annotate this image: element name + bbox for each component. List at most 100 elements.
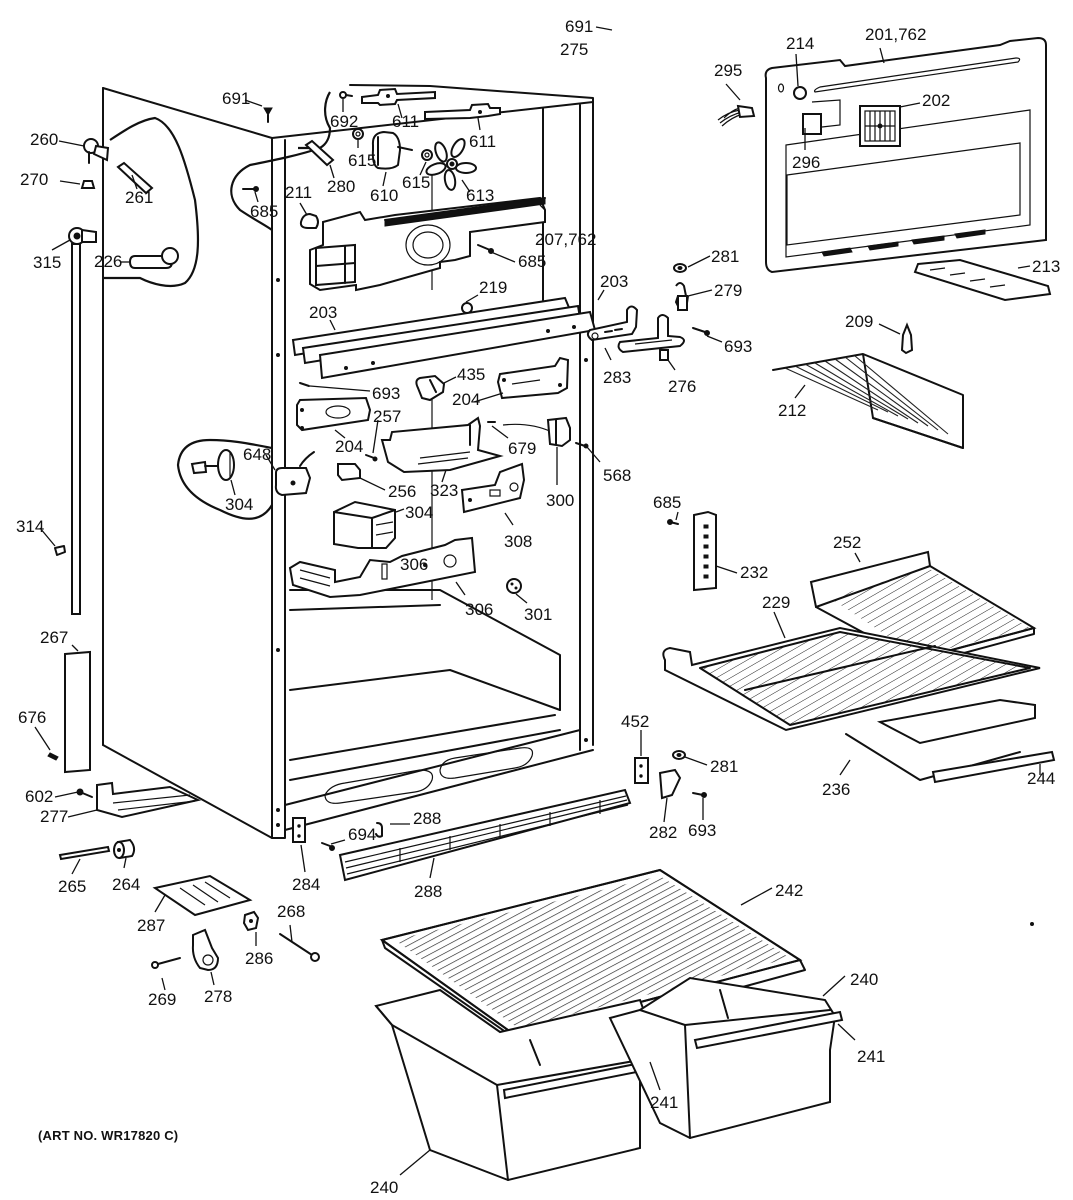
label-306[interactable]: 306 (465, 600, 493, 619)
part-256-switch[interactable] (337, 463, 361, 482)
part-287-plate[interactable] (152, 874, 253, 917)
label-203[interactable]: 203 (309, 303, 337, 322)
label-611[interactable]: 611 (469, 132, 496, 151)
part-568-screw[interactable] (575, 442, 589, 449)
part-232-shelf-ladder[interactable] (693, 510, 717, 592)
label-265[interactable]: 265 (58, 877, 86, 896)
part-295-wire-harness[interactable] (717, 104, 756, 127)
part-261-tube[interactable] (116, 161, 154, 195)
label-269[interactable]: 269 (148, 990, 176, 1009)
label-236[interactable]: 236 (822, 780, 850, 799)
label-284[interactable]: 284 (292, 875, 320, 894)
part-214-thimble[interactable] (777, 83, 807, 100)
label-610[interactable]: 610 (370, 186, 398, 205)
label-270[interactable]: 270 (20, 170, 48, 189)
part-226-tube[interactable] (128, 247, 179, 269)
part-229-wire-shelf[interactable] (662, 626, 1041, 732)
part-282-hinge[interactable] (658, 768, 682, 800)
label-648[interactable]: 648 (243, 445, 271, 464)
label-256[interactable]: 256 (388, 482, 416, 501)
part-300-thermostat[interactable] (546, 416, 571, 448)
label-691[interactable]: 691 (565, 17, 593, 36)
label-264[interactable]: 264 (112, 875, 140, 894)
part-268-bolt[interactable] (279, 933, 320, 962)
label-213[interactable]: 213 (1032, 257, 1060, 276)
label-300[interactable]: 300 (546, 491, 574, 510)
part-209-shelf-support[interactable] (900, 322, 914, 355)
label-244[interactable]: 244 (1027, 769, 1055, 788)
part-267-panel[interactable] (64, 650, 91, 774)
part-281-washer-a[interactable] (673, 263, 687, 273)
part-452-bracket[interactable] (634, 757, 649, 784)
label-615[interactable]: 615 (402, 173, 430, 192)
label-287[interactable]: 287 (137, 916, 165, 935)
label-693[interactable]: 693 (372, 384, 400, 403)
label-295[interactable]: 295 (714, 61, 742, 80)
label-241[interactable]: 241 (650, 1093, 678, 1112)
label-214[interactable]: 214 (786, 34, 814, 53)
label-242[interactable]: 242 (775, 881, 803, 900)
label-204[interactable]: 204 (335, 437, 363, 456)
label-281[interactable]: 281 (711, 247, 739, 266)
label-304[interactable]: 304 (225, 495, 253, 514)
part-202-grille[interactable] (859, 105, 901, 147)
label-323[interactable]: 323 (430, 481, 458, 500)
part-611-bracket-left[interactable] (361, 87, 436, 107)
label-685[interactable]: 685 (653, 493, 681, 512)
label-692[interactable]: 692 (330, 112, 358, 131)
part-204-bracket-left[interactable] (296, 396, 372, 432)
label-308[interactable]: 308 (504, 532, 532, 551)
label-252[interactable]: 252 (833, 533, 861, 552)
label-204[interactable]: 204 (452, 390, 480, 409)
label-240[interactable]: 240 (370, 1178, 398, 1197)
part-242-crisper-cover[interactable] (379, 868, 806, 1049)
part-435-damper[interactable] (415, 374, 446, 402)
part-236-crisper-cover-frame[interactable] (845, 698, 1036, 781)
label-435[interactable]: 435 (457, 365, 485, 384)
part-611-bracket-right[interactable] (424, 102, 501, 121)
label-679[interactable]: 679 (508, 439, 536, 458)
label-296[interactable]: 296 (792, 153, 820, 172)
label-568[interactable]: 568 (603, 466, 631, 485)
part-278-caster[interactable] (191, 928, 220, 972)
part-602-screw[interactable] (76, 788, 93, 798)
part-240-crisper-drawer-right[interactable] (608, 976, 844, 1140)
label-611[interactable]: 611 (392, 112, 419, 131)
part-286-nut[interactable] (242, 910, 260, 932)
part-213-ice-tray[interactable] (913, 258, 1052, 302)
part-304-light-switch-housing[interactable] (333, 500, 396, 549)
label-314[interactable]: 314 (16, 517, 44, 536)
label-202[interactable]: 202 (922, 91, 950, 110)
label-277[interactable]: 277 (40, 807, 68, 826)
label-260[interactable]: 260 (30, 130, 58, 149)
part-288-clip[interactable] (375, 822, 383, 838)
label-685[interactable]: 685 (518, 252, 546, 271)
label-278[interactable]: 278 (204, 987, 232, 1006)
label-288[interactable]: 288 (414, 882, 442, 901)
label-306[interactable]: 306 (400, 555, 428, 574)
label-275[interactable]: 275 (560, 40, 588, 59)
label-241[interactable]: 241 (857, 1047, 885, 1066)
label-693[interactable]: 693 (688, 821, 716, 840)
part-279-hinge-pin[interactable] (674, 282, 689, 311)
label-207-762[interactable]: 207,762 (535, 230, 596, 249)
part-315-rod-bearing[interactable] (68, 227, 97, 245)
part-204-bracket-right[interactable] (496, 356, 570, 400)
label-280[interactable]: 280 (327, 177, 355, 196)
label-281[interactable]: 281 (710, 757, 738, 776)
part-314-control-rod[interactable] (54, 243, 81, 615)
label-261[interactable]: 261 (125, 188, 153, 207)
label-304[interactable]: 304 (405, 503, 433, 522)
label-267[interactable]: 267 (40, 628, 68, 647)
part-212-wire-shelf[interactable] (772, 353, 964, 449)
part-694-screw[interactable] (321, 842, 335, 851)
part-306-control-panel[interactable] (288, 536, 477, 599)
label-602[interactable]: 602 (25, 787, 53, 806)
label-268[interactable]: 268 (277, 902, 305, 921)
part-308-bracket[interactable] (460, 462, 526, 514)
part-304-control-knob[interactable] (190, 449, 235, 481)
part-281-washer-b[interactable] (672, 750, 686, 760)
part-676-screw[interactable] (47, 752, 59, 761)
label-240[interactable]: 240 (850, 970, 878, 989)
label-615[interactable]: 615 (348, 151, 376, 170)
